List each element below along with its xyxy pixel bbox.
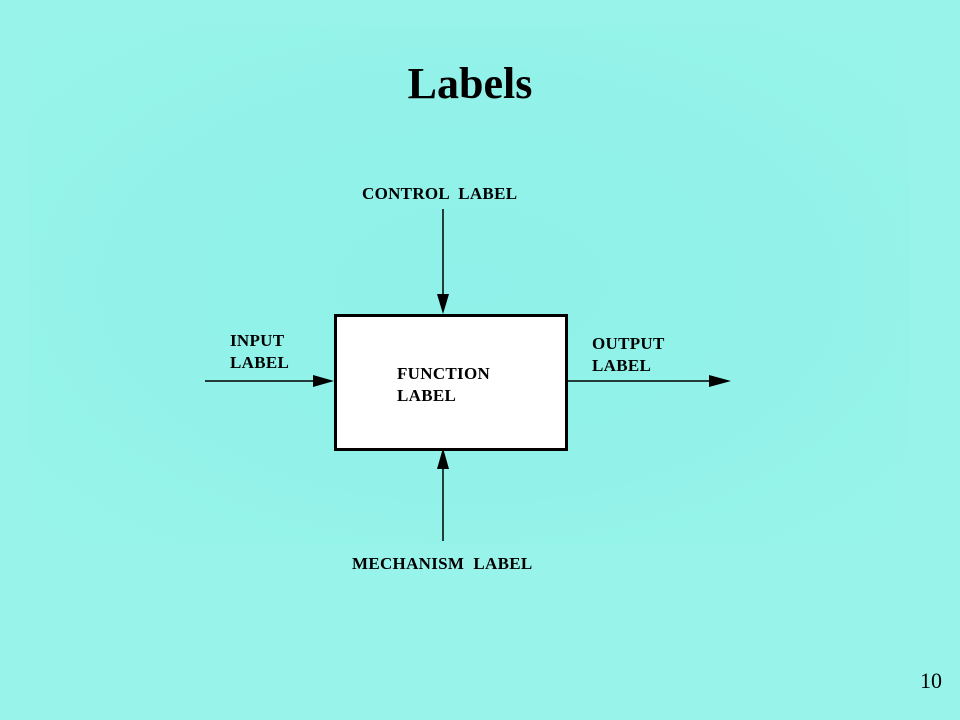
output-arrowhead xyxy=(709,375,731,387)
mechanism-arrowhead xyxy=(437,448,449,469)
slide-title: Labels xyxy=(407,59,533,108)
function-label: FUNCTION LABEL xyxy=(397,364,491,405)
mechanism-label: MECHANISM LABEL xyxy=(352,554,533,573)
page-number: 10 xyxy=(920,668,942,693)
input-arrowhead xyxy=(313,375,334,387)
output-label: OUTPUT LABEL xyxy=(592,334,665,375)
input-label: INPUT LABEL xyxy=(230,331,290,372)
control-arrowhead xyxy=(437,294,449,314)
function-box xyxy=(334,314,568,451)
control-label: CONTROL LABEL xyxy=(362,184,518,203)
